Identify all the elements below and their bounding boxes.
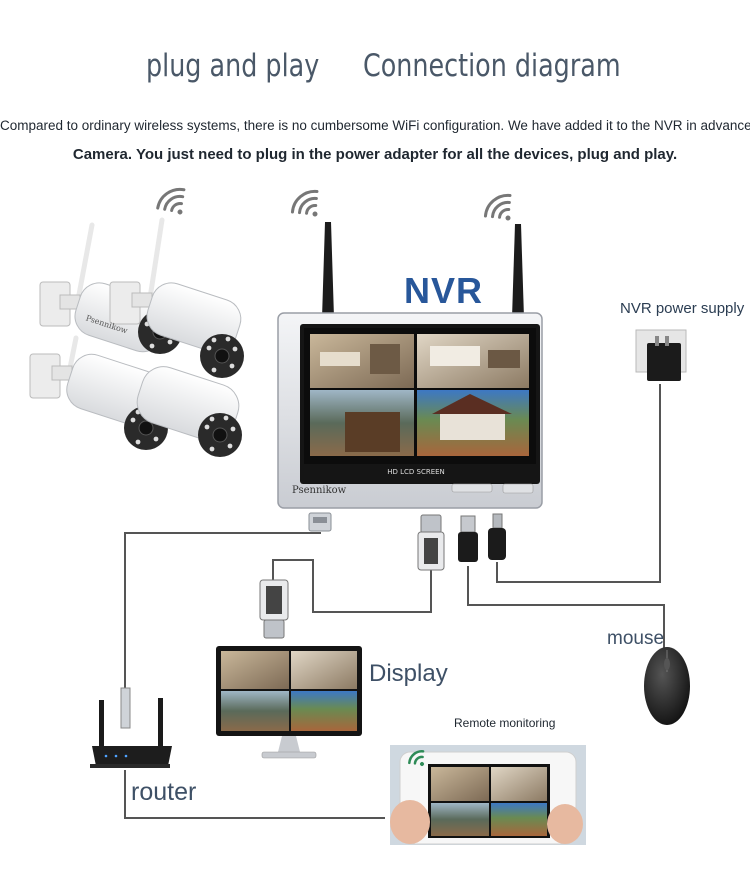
hdmi-plug-icon — [417, 514, 445, 571]
power-supply-label: NVR power supply — [620, 300, 745, 317]
camera-2 — [109, 217, 244, 378]
wifi-signal-icon — [408, 750, 425, 766]
nvr-label: NVR — [404, 270, 484, 311]
wifi-signal-icon — [156, 187, 186, 215]
router-device — [90, 687, 172, 768]
mouse-device — [644, 647, 690, 725]
wifi-signal-icon — [290, 189, 319, 217]
remote-phone — [390, 745, 586, 845]
cables — [124, 384, 665, 819]
dc-plug-icon — [488, 513, 506, 560]
hdmi-plug-icon — [259, 579, 289, 639]
power-supply — [635, 329, 687, 381]
router-phone-cable — [124, 770, 385, 819]
intro-line-1: Compared to ordinary wireless systems, t… — [0, 118, 750, 133]
camera-group — [29, 187, 244, 457]
nvr-brand: Psennikow — [292, 485, 347, 496]
camera-4 — [136, 366, 242, 457]
wifi-signal-icon — [483, 193, 512, 221]
usb-cable — [467, 566, 665, 648]
nvr-unit: HD LCD SCREEN Psennikow — [277, 189, 543, 509]
title-connection-diagram: Connection diagram — [363, 48, 621, 84]
nvr-screen-text: HD LCD SCREEN — [387, 468, 445, 476]
hdmi-cable — [272, 559, 432, 613]
display-label: Display — [369, 660, 448, 687]
title-plug-and-play: plug and play — [146, 48, 320, 84]
remote-monitoring-label: Remote monitoring — [454, 716, 556, 730]
dc-cable — [496, 384, 661, 583]
intro-line-2: Camera. You just need to plug in the pow… — [72, 146, 678, 163]
ethernet-plug-icon — [308, 512, 332, 532]
mouse-label: mouse — [607, 628, 665, 649]
router-label: router — [131, 778, 197, 806]
ethernet-cable — [124, 532, 321, 690]
usb-plug-icon — [458, 515, 478, 562]
display-monitor — [216, 646, 362, 759]
